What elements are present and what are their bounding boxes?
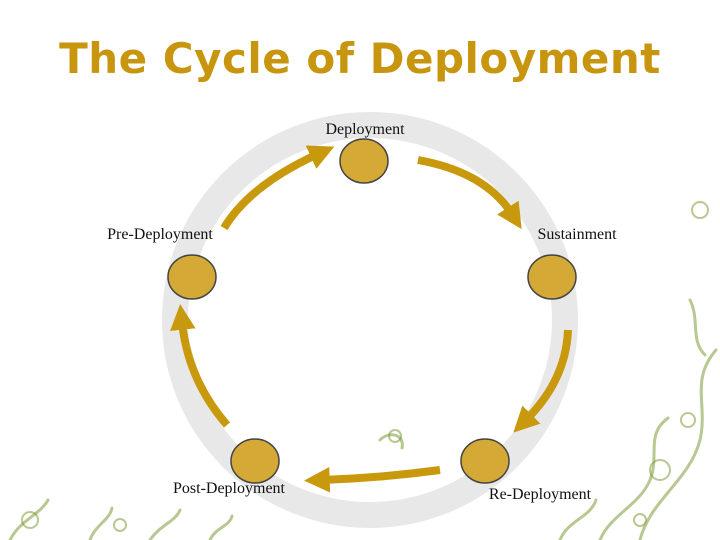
slide-title: The Cycle of Deployment: [59, 34, 661, 83]
stage-node-deployment: [339, 138, 389, 184]
arrow-re-deployment-to-post-deployment: [304, 466, 441, 493]
stage-node-re-deployment: [460, 438, 510, 484]
stage-label-pre-deployment: Pre-Deployment: [107, 226, 213, 243]
arrow-deployment-to-sustainment: [417, 156, 522, 230]
stage-node-sustainment: [527, 254, 577, 300]
arrow-post-deployment-to-pre-deployment: [170, 304, 231, 428]
stage-node-post-deployment: [230, 438, 280, 484]
stage-label-deployment: Deployment: [325, 121, 405, 138]
arrow-pre-deployment-to-deployment: [220, 145, 335, 231]
stage-label-post-deployment: Post-Deployment: [173, 480, 285, 497]
stage-label-sustainment: Sustainment: [537, 226, 617, 243]
stage-label-re-deployment: Re-Deployment: [488, 486, 592, 503]
stage-node-pre-deployment: [167, 254, 217, 300]
arrow-sustainment-to-re-deployment: [513, 329, 572, 433]
cycle-arrows: [170, 145, 572, 493]
cycle-nodes: [167, 138, 577, 484]
